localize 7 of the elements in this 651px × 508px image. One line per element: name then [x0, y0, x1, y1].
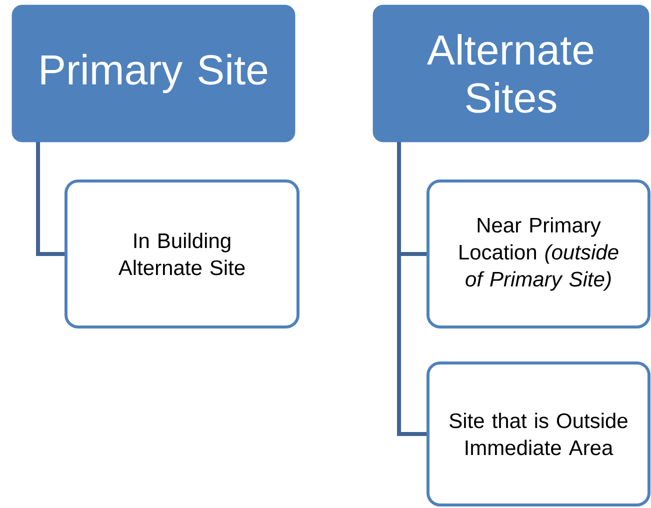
connector-line [36, 142, 64, 256]
connector-line [397, 142, 426, 436]
heading-box: Primary Site [12, 4, 296, 142]
heading-box: Alternate Sites [372, 4, 650, 142]
content-box: Site that is Outside Immediate Area [426, 361, 650, 506]
content-box: Near Primary Location (outside of Primary Site) [426, 180, 650, 328]
content-box: In Building Alternate Site [64, 180, 300, 328]
